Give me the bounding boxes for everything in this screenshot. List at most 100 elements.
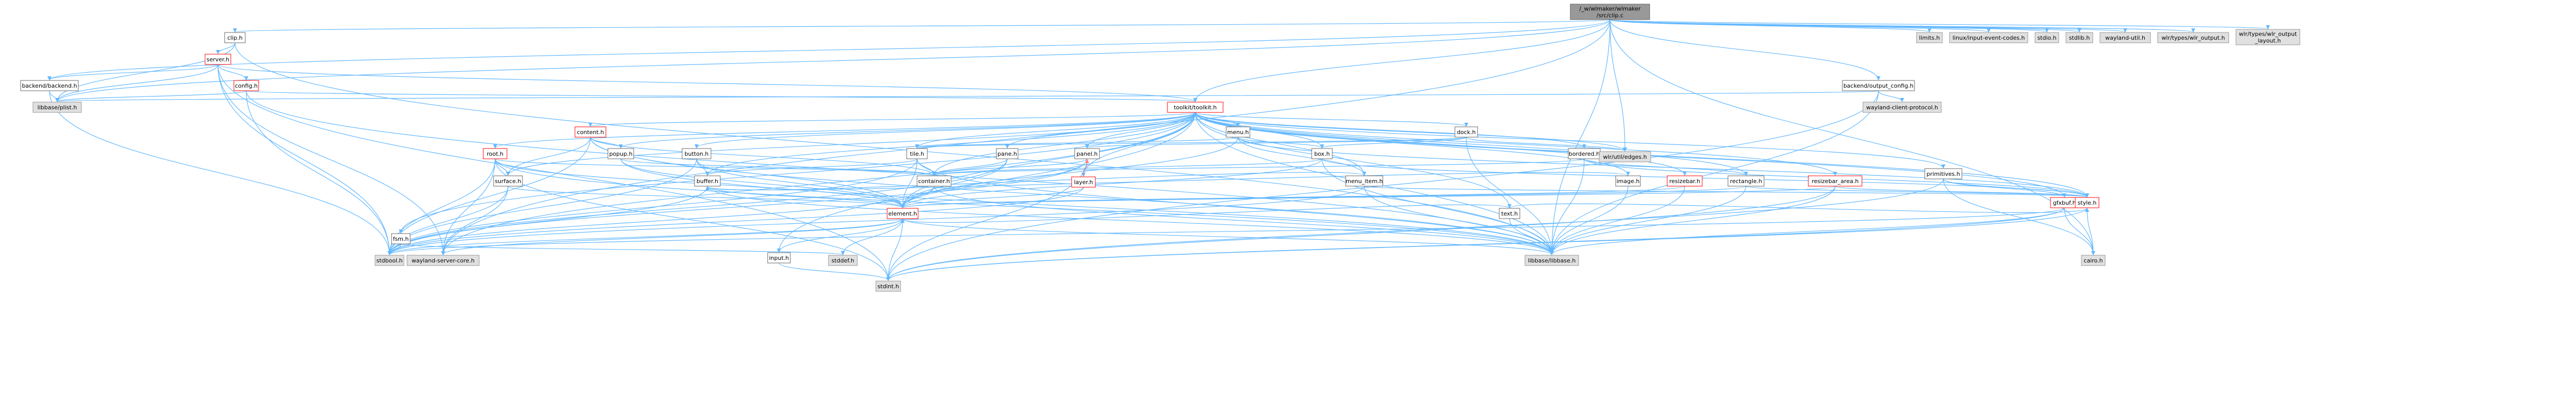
node-buffer-h[interactable]: buffer.h bbox=[694, 175, 721, 187]
node-element-h[interactable]: element.h bbox=[887, 208, 919, 219]
edge-image_h-to-buffer_h bbox=[705, 172, 1629, 191]
node-label: _layout.h bbox=[2255, 38, 2281, 44]
edge-root-to-wl_server_core bbox=[441, 19, 1611, 255]
node-resizebar-area-h[interactable]: resizebar_area.h bbox=[1808, 175, 1862, 187]
edge-toolkit_h-to-tile_h bbox=[915, 112, 1196, 149]
edge-toolkit_h-to-rectangle_h bbox=[1195, 112, 1748, 176]
node-container-h[interactable]: container.h bbox=[917, 175, 952, 187]
node-box bbox=[2157, 32, 2229, 43]
node-label: image.h bbox=[1617, 178, 1640, 185]
node-label: limits.h bbox=[1919, 35, 1940, 41]
node-wayland-util: wayland-util.h bbox=[2099, 32, 2151, 43]
node-toolkit-h[interactable]: toolkit/toolkit.h bbox=[1167, 102, 1224, 113]
node-label: backend/output_config.h bbox=[1843, 83, 1913, 89]
node-server-h[interactable]: server.h bbox=[205, 54, 231, 65]
node-label: menu_item.h bbox=[1346, 178, 1383, 185]
node-box bbox=[875, 281, 901, 292]
node-pane-h[interactable]: pane.h bbox=[996, 148, 1019, 159]
edge-backend_h-to-libbase_plist bbox=[49, 90, 59, 102]
edge-rectangle_h-to-libbase_h bbox=[1550, 186, 1747, 255]
node-resizebar-h[interactable]: resizebar.h bbox=[1667, 175, 1703, 187]
node-label: /_w/wlmaker/wlmaker bbox=[1579, 6, 1641, 12]
edge-server_h-to-config_h bbox=[217, 64, 248, 80]
edge-buffer_h-to-stdbool_h bbox=[387, 186, 708, 255]
node-image-h[interactable]: image.h bbox=[1615, 175, 1641, 187]
node-rectangle-h[interactable]: rectangle.h bbox=[1727, 175, 1765, 187]
edge-dock_h-to-wlr_edges bbox=[1466, 137, 1627, 152]
node-output-config-h[interactable]: backend/output_config.h bbox=[1842, 80, 1915, 91]
node-surface-h[interactable]: surface.h bbox=[493, 175, 523, 187]
node-wlr-output: wlr/types/wlr_output.h bbox=[2157, 32, 2229, 43]
edge-root-to-wlr_output bbox=[1609, 19, 2195, 32]
node-box bbox=[1454, 126, 1478, 138]
node-button-h[interactable]: button.h bbox=[682, 148, 711, 159]
node-popup-h[interactable]: popup.h bbox=[607, 148, 634, 159]
node-tile-h[interactable]: tile.h bbox=[906, 148, 928, 159]
edge-tile_h-to-element_h bbox=[901, 158, 918, 208]
node-box-h[interactable]: box.h bbox=[1311, 148, 1333, 159]
edge-tile_h-to-stdbool_h bbox=[387, 158, 918, 255]
node-box bbox=[1071, 176, 1096, 188]
node-menu-h[interactable]: menu.h bbox=[1226, 126, 1250, 138]
edge-root_h-to-wl_server_core bbox=[441, 158, 496, 255]
node-box bbox=[1074, 148, 1100, 159]
edge-primitives_h-to-stdint_h bbox=[886, 178, 1944, 281]
node-fsm-h[interactable]: fsm.h bbox=[391, 233, 411, 244]
node-layer-h[interactable]: layer.h bbox=[1071, 176, 1096, 188]
node-box bbox=[1916, 32, 1943, 43]
node-box bbox=[1808, 175, 1862, 187]
node-box bbox=[20, 80, 79, 91]
node-label: fsm.h bbox=[393, 236, 409, 242]
edge-toolkit_h-to-button_h bbox=[694, 112, 1196, 149]
node-dock-h[interactable]: dock.h bbox=[1454, 126, 1478, 138]
node-box bbox=[887, 208, 919, 219]
node-stdio-h: stdio.h bbox=[2035, 32, 2059, 43]
node-box bbox=[1667, 175, 1703, 187]
node-label: style.h bbox=[2078, 200, 2097, 206]
node-box bbox=[1599, 151, 1651, 162]
node-box bbox=[906, 148, 928, 159]
node-panel-h[interactable]: panel.h bbox=[1074, 148, 1100, 159]
node-label: pane.h bbox=[997, 151, 1017, 157]
node-stdint-h: stdint.h bbox=[875, 281, 901, 292]
node-text-h[interactable]: text.h bbox=[1499, 208, 1520, 219]
node-config-h[interactable]: config.h bbox=[233, 80, 259, 91]
edge-content_h-to-stdbool_h bbox=[387, 137, 591, 255]
node-menu-item-h[interactable]: menu_item.h bbox=[1345, 175, 1383, 187]
edge-pane_h-to-container_h bbox=[932, 158, 1008, 176]
node-root[interactable]: /_w/wlmaker/wlmaker/src/clip.c bbox=[1570, 4, 1650, 20]
edge-config_h-to-stdbool_h bbox=[246, 90, 392, 255]
node-box bbox=[224, 32, 246, 43]
node-content-h[interactable]: content.h bbox=[574, 126, 606, 138]
edge-resizebar_area_h-to-stdint_h bbox=[886, 186, 1836, 281]
node-box bbox=[1226, 126, 1250, 138]
edge-root-to-clip_h bbox=[233, 19, 1611, 32]
edge-buffer_h-to-libbase_h bbox=[707, 186, 1554, 255]
edge-backend_h-to-stdbool_h bbox=[49, 90, 392, 255]
edge-root_h-to-container_h bbox=[495, 158, 936, 176]
node-box bbox=[233, 80, 259, 91]
node-box bbox=[32, 102, 82, 113]
node-clip-h[interactable]: clip.h bbox=[224, 32, 246, 43]
edge-style_h-to-cairo_h bbox=[2087, 207, 2095, 255]
edge-server_h-to-libbase_plist bbox=[55, 64, 218, 102]
node-wlr-edges: wlr/util/edges.h bbox=[1599, 151, 1651, 162]
edge-box_h-to-container_h bbox=[932, 158, 1323, 176]
node-label: dock.h bbox=[1457, 129, 1476, 136]
node-backend-h[interactable]: backend/backend.h bbox=[20, 80, 79, 91]
node-label: container.h bbox=[918, 178, 950, 185]
node-primitives-h[interactable]: primitives.h bbox=[1924, 168, 1962, 179]
edge-toolkit_h-to-content_h bbox=[588, 112, 1196, 127]
edge-dock_h-to-box_h bbox=[1320, 137, 1467, 149]
node-gfxbuf-h[interactable]: gfxbuf.h bbox=[2050, 197, 2079, 208]
edge-button_h-to-stdbool_h bbox=[387, 158, 697, 255]
node-stddef-h: stddef.h bbox=[828, 255, 858, 266]
edge-toolkit_h-to-menu_item_h bbox=[1195, 112, 1366, 176]
node-root-h[interactable]: root.h bbox=[483, 148, 507, 159]
node-input-h[interactable]: input.h bbox=[767, 252, 791, 263]
node-label: wlr/types/wlr_output.h bbox=[2161, 35, 2225, 41]
node-bordered-h[interactable]: bordered.h bbox=[1568, 148, 1601, 159]
node-style-h[interactable]: style.h bbox=[2075, 197, 2099, 208]
node-box bbox=[917, 175, 952, 187]
